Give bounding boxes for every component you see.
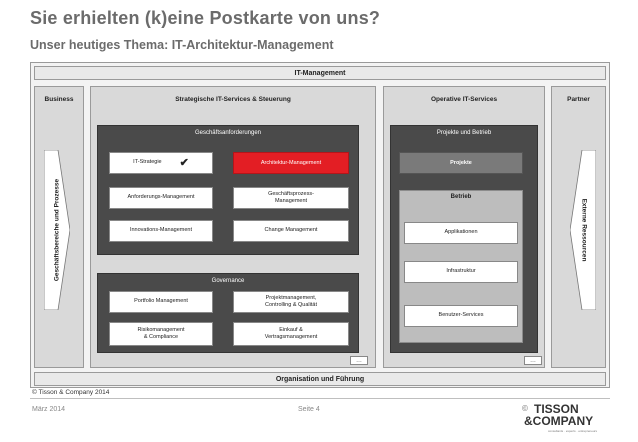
partner-arrow (570, 150, 596, 310)
architektur-management-box[interactable]: Architektur-Management (233, 152, 349, 174)
benutzer-services-box[interactable]: Benutzer-Services (404, 305, 518, 327)
strategic-more-indicator[interactable]: … (350, 356, 368, 365)
projekte-betrieb-heading: Projekte und Betrieb (436, 130, 492, 136)
it-strategie-label: IT-Strategie (133, 159, 162, 166)
infrastruktur-box[interactable]: Infrastruktur (404, 261, 518, 283)
logo-copyright-symbol: © (522, 404, 528, 413)
copyright-note: © Tisson & Company 2014 (32, 389, 110, 396)
it-management-bar: IT-Management (34, 66, 606, 80)
partner-heading: Partner (567, 96, 590, 103)
einkauf-box[interactable]: Einkauf & Vertragsmanagement (233, 322, 349, 346)
logo-tagline: consultants · experts · entrepreneurs (548, 429, 598, 433)
page-subtitle: Unser heutiges Thema: IT-Architektur-Man… (30, 38, 334, 52)
applikationen-box[interactable]: Applikationen (404, 222, 518, 244)
company-logo: © TISSON &COMPANY consultants · experts … (522, 402, 610, 438)
it-strategie-box[interactable]: IT-Strategie ✔ (109, 152, 213, 174)
innovations-management-box[interactable]: Innovations-Management (109, 220, 213, 242)
business-arrow-label: Geschäftsbereiche und Prozesse (53, 178, 61, 282)
business-heading: Business (44, 96, 74, 103)
logo-line2: &COMPANY (524, 414, 594, 428)
footer-date: März 2014 (32, 406, 66, 413)
operative-heading: Operative IT-Services (430, 96, 498, 103)
projektmanagement-box[interactable]: Projektmanagement, Controlling & Qualitä… (233, 291, 349, 313)
operative-more-indicator[interactable]: … (524, 356, 542, 365)
business-arrow (44, 150, 70, 310)
logo-line1: TISSON (534, 402, 579, 416)
anforderungs-management-box[interactable]: Anforderungs-Management (109, 187, 213, 209)
portfolio-management-box[interactable]: Portfolio Management (109, 291, 213, 313)
partner-arrow-label: Externe Ressourcen (580, 198, 588, 262)
governance-heading: Governance (211, 278, 245, 284)
strategic-heading: Strategische IT-Services & Steuerung (175, 96, 291, 103)
footer-divider (30, 398, 610, 399)
change-management-box[interactable]: Change Management (233, 220, 349, 242)
geschaeftsanforderungen-heading: Geschäftsanforderungen (194, 130, 262, 136)
page-title: Sie erhielten (k)eine Postkarte von uns? (30, 8, 381, 28)
risikomanagement-box[interactable]: Risikomanagement & Compliance (109, 322, 213, 346)
organisation-bar: Organisation und Führung (34, 372, 606, 386)
footer-page: Seite 4 (298, 406, 320, 413)
betrieb-heading: Betrieb (450, 194, 472, 200)
check-icon: ✔ (179, 156, 189, 169)
geschaeftsprozess-management-box[interactable]: Geschäftsprozess- Management (233, 187, 349, 209)
projekte-box[interactable]: Projekte (399, 152, 523, 174)
